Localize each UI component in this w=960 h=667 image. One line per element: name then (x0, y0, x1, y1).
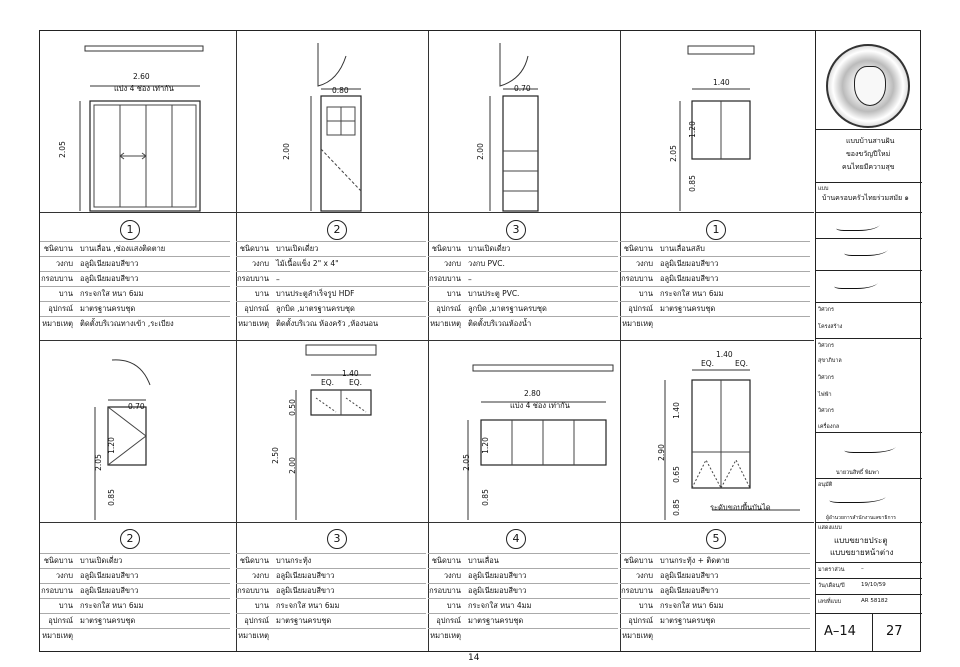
drawing-sheet: 2.60 แบ่ง 4 ช่อง เท่ากัน 2.05 0.80 2.00 … (39, 30, 922, 652)
dimension-label: 0.85 (106, 489, 116, 506)
dimension-label: EQ. (321, 378, 335, 387)
spec-table: ชนิดบานบานกระทุ้ง + ติดตาย วงกบอลูมิเนีย… (620, 553, 810, 643)
dimension-label: EQ. (701, 359, 715, 368)
signature-mark (843, 242, 891, 256)
dimension-label: EQ. (735, 359, 749, 368)
dimension-label: 0.85 (687, 175, 697, 192)
dimension-label: 0.80 (332, 86, 349, 95)
role-label: วิศวกร (818, 307, 834, 313)
dimension-label: 2.05 (461, 454, 471, 471)
project-title: คนไทยมีความสุข (842, 163, 895, 171)
item-label-circle: 3 (327, 529, 347, 549)
sliding-window-4-drawing (467, 364, 614, 520)
signature-mark (843, 439, 899, 453)
dimension-label: 1.20 (106, 437, 116, 454)
role-label: วิศวกร (818, 343, 834, 349)
signature-mark (833, 275, 881, 289)
signature-note: ผู้อำนวยการสำนักงานเลขาธิการ (826, 515, 896, 521)
window-sliding-drawing (679, 45, 755, 211)
signature-mark (828, 489, 889, 503)
sheet-number: 27 (886, 624, 903, 639)
plan-label: แบบ (818, 186, 829, 192)
item-label-circle: 2 (120, 529, 140, 549)
scale-label: มาตราส่วน (818, 567, 845, 573)
dimension-label: 2.80 (524, 389, 541, 398)
awning-fixed-window-drawing (664, 369, 800, 520)
dimension-label: 2.60 (133, 72, 150, 81)
door-pvc-drawing (489, 43, 539, 212)
dimension-label: 2.90 (656, 444, 666, 461)
dimension-label: 0.85 (480, 489, 490, 506)
item-label-circle: 4 (506, 529, 526, 549)
spec-table: ชนิดบานบานเปิดเดี่ยว วงกบอลูมิเนียมอบสีข… (40, 553, 230, 643)
dimension-label: 0.85 (671, 499, 681, 516)
dimension-label: EQ. (349, 378, 363, 387)
spec-table: ชนิดบานบานเปิดเดี่ยว วงกบวงกบ PVC. กรอบบ… (428, 241, 618, 331)
plan-name: บ้านครอบครัวไทยร่วมสมัย ๑ (822, 194, 909, 202)
approval-label: อนุมัติ (818, 482, 833, 488)
dimension-label: 1.20 (480, 437, 490, 454)
project-title: ของขวัญปีใหม่ (846, 150, 891, 158)
item-label-circle: 3 (506, 220, 526, 240)
spec-table: ชนิดบานบานเปิดเดี่ยว วงกบไม้เนื้อแข็ง 2"… (236, 241, 426, 331)
awning-window-drawing (295, 344, 377, 520)
role-label: โครงสร้าง (818, 324, 843, 330)
spec-table: ชนิดบานบานเลื่อน ,ช่องแสงติดตาย วงกบอลูม… (40, 241, 230, 331)
sliding-window-drawing (79, 45, 204, 212)
spec-table: ชนิดบานบานเลื่อนสลับ วงกบอลูมิเนียมอบสีข… (620, 241, 810, 331)
date-label: วัน/เดือน/ปี (818, 583, 845, 589)
item-label-circle: 1 (120, 220, 140, 240)
dimension-label: 1.40 (716, 350, 733, 359)
dimension-label: 1.40 (713, 78, 730, 87)
section-label: แสดงแบบ (818, 525, 842, 531)
title-block: แบบบ้านสานฝัน ของขวัญปีใหม่ คนไทยมีความส… (815, 31, 922, 651)
spec-table: ชนิดบานบานเลื่อน วงกบอลูมิเนียมอบสีขาว ก… (428, 553, 618, 643)
dimension-label: 2.00 (281, 143, 291, 160)
drawing-code-value: AR 58182 (861, 598, 888, 604)
drawing-code-label: เลขที่แบบ (818, 599, 842, 605)
section-title: แบบขยายประตู (834, 536, 888, 545)
government-seal-logo (826, 44, 910, 128)
project-title: แบบบ้านสานฝัน (846, 137, 895, 145)
dimension-label: 2.00 (287, 457, 297, 474)
role-label: วิศวกร (818, 375, 834, 381)
sheet-code: A–14 (824, 624, 856, 639)
spec-table: ชนิดบานบานกระทุ้ง วงกบอลูมิเนียมอบสีขาว … (236, 553, 426, 643)
dimension-label: 0.65 (671, 466, 681, 483)
item-label-circle: 2 (327, 220, 347, 240)
item-label-circle: 5 (706, 529, 726, 549)
scale-value: – (861, 566, 864, 572)
role-label: ไฟฟ้า (818, 392, 832, 398)
signature-mark (835, 217, 883, 231)
casement-window-drawing (94, 359, 151, 520)
role-label: วิศวกร (818, 408, 834, 414)
dimension-label: 2.05 (57, 141, 67, 158)
dimension-label: แบ่ง 4 ช่อง เท่ากัน (510, 401, 570, 410)
dimension-label: 2.00 (475, 143, 485, 160)
section-title: แบบขยายหน้าต่าง (830, 548, 894, 557)
dimension-label: 0.70 (514, 84, 531, 93)
dimension-label: 2.50 (270, 447, 280, 464)
dimension-label: 1.40 (671, 402, 681, 419)
dimension-label: 0.70 (128, 402, 145, 411)
dimension-label: 1.20 (687, 121, 697, 138)
date-value: 19/10/59 (861, 582, 886, 588)
drawing-area: 2.60 แบ่ง 4 ช่อง เท่ากัน 2.05 0.80 2.00 … (40, 31, 814, 651)
floor-level-note: ระดับขอบพื้นบันได (710, 503, 771, 512)
approver-name: นายวนสิทธิ์ พิมพา (836, 470, 879, 476)
door-hdf-drawing (310, 43, 362, 212)
dimension-label: 1.40 (342, 369, 359, 378)
dimension-label: 2.05 (93, 454, 103, 471)
dimension-label: 0.50 (287, 399, 297, 416)
role-label: เครื่องกล (818, 424, 840, 430)
dimension-note: แบ่ง 4 ช่อง เท่ากัน (114, 84, 174, 93)
page-number: 14 (468, 653, 480, 663)
dimension-label: 2.05 (668, 145, 678, 162)
role-label: สุขาภิบาล (818, 358, 842, 364)
item-label-circle: 1 (706, 220, 726, 240)
